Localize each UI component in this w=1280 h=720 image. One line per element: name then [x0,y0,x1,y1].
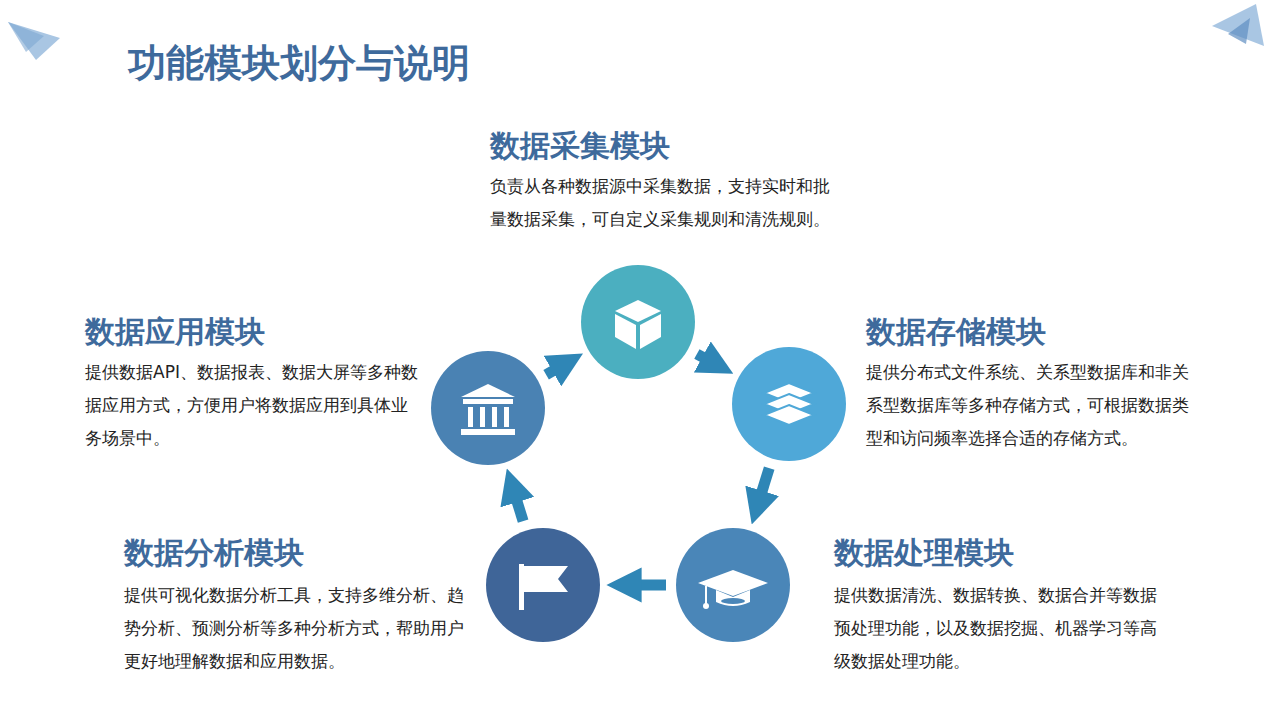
module-heading: 数据采集模块 [490,126,670,167]
flow-arrow [757,468,769,508]
module-heading: 数据分析模块 [124,533,304,574]
flow-arrow [512,485,523,521]
module-circle: 数据存储模块提供分布式文件系统、关系型数据库和非关系型数据库等多种存储方式，可根… [732,347,846,461]
circle-shape [732,347,846,461]
circle-shape [431,351,545,465]
module-description: 负责从各种数据源中采集数据，支持实时和批量数据采集，可自定义采集规则和清洗规则。 [490,170,830,236]
circle-shape [486,528,600,642]
cap-icon [698,570,768,609]
module-circle: 数据处理模块提供数据清洗、数据转换、数据合并等数据预处理功能，以及数据挖掘、机器… [676,528,790,642]
module-heading: 数据存储模块 [866,312,1046,353]
module-description: 提供分布式文件系统、关系型数据库和非关系型数据库等多种存储方式，可根据数据类型和… [866,356,1201,455]
module-heading: 数据处理模块 [834,533,1014,574]
flag-icon [519,564,568,610]
paper-plane [1228,18,1250,44]
flow-arrow [546,362,568,374]
flow-arrow [624,580,666,591]
paper-plane [8,22,44,52]
stack-icon [764,383,814,425]
module-heading: 数据应用模块 [85,312,265,353]
bank-icon [461,384,515,435]
circle-shape [581,265,695,379]
module-circle: 数据采集模块负责从各种数据源中采集数据，支持实时和批量数据采集，可自定义采集规则… [581,265,695,379]
circle-shape [676,528,790,642]
module-circle: 数据应用模块提供数据API、数据报表、数据大屏等多种数据应用方式，方便用户将数据… [431,351,545,465]
module-description: 提供数据API、数据报表、数据大屏等多种数据应用方式，方便用户将数据应用到具体业… [85,356,420,455]
flow-arrow [697,354,718,365]
page-title: 功能模块划分与说明 [128,38,470,89]
module-circle: 数据分析模块提供可视化数据分析工具，支持多维分析、趋势分析、预测分析等多种分析方… [486,528,600,642]
cube-icon [615,300,661,349]
paper-plane [1212,4,1264,46]
paper-plane [8,22,60,60]
module-description: 提供可视化数据分析工具，支持多维分析、趋势分析、预测分析等多种分析方式，帮助用户… [124,579,469,678]
module-description: 提供数据清洗、数据转换、数据合并等数据预处理功能，以及数据挖掘、机器学习等高级数… [834,579,1169,678]
